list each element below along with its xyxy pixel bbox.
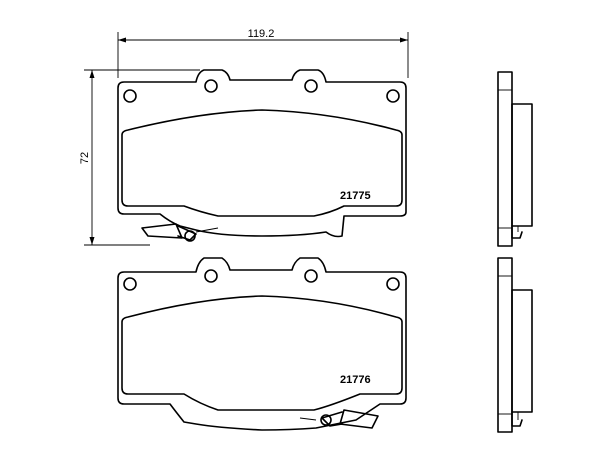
top-pad-hole-right-outer <box>386 89 400 103</box>
bottom-pad-hole-left-outer <box>123 277 137 291</box>
width-dimension-label: 119.2 <box>248 28 275 40</box>
bottom-pad-part-number: 21776 <box>340 374 371 386</box>
bottom-pad-hole-right-outer <box>386 277 400 291</box>
bottom-brake-pad: 21776 <box>117 257 407 431</box>
top-pad-hole-left-outer <box>123 89 137 103</box>
top-pad-part-number: 21775 <box>340 190 371 202</box>
top-pad-friction-material <box>121 109 403 217</box>
bottom-pad-wear-indicator <box>299 409 379 429</box>
top-pad-hole-left-inner <box>204 79 218 93</box>
bottom-pad-hole-right-inner <box>304 269 318 283</box>
bottom-side-view <box>497 257 533 433</box>
height-dimension-label: 72 <box>79 152 91 164</box>
bottom-pad-friction-material <box>121 295 403 411</box>
bottom-pad-hole-left-inner <box>204 269 218 283</box>
top-brake-pad: 21775 <box>117 69 407 242</box>
top-pad-backing-plate <box>117 69 407 238</box>
top-side-view <box>497 71 533 247</box>
top-pad-wear-indicator <box>141 223 219 242</box>
bottom-pad-backing-plate <box>117 257 407 431</box>
top-pad-hole-right-inner <box>304 79 318 93</box>
height-dimension: 72 <box>79 69 200 246</box>
width-dimension: 119.2 <box>117 28 409 78</box>
